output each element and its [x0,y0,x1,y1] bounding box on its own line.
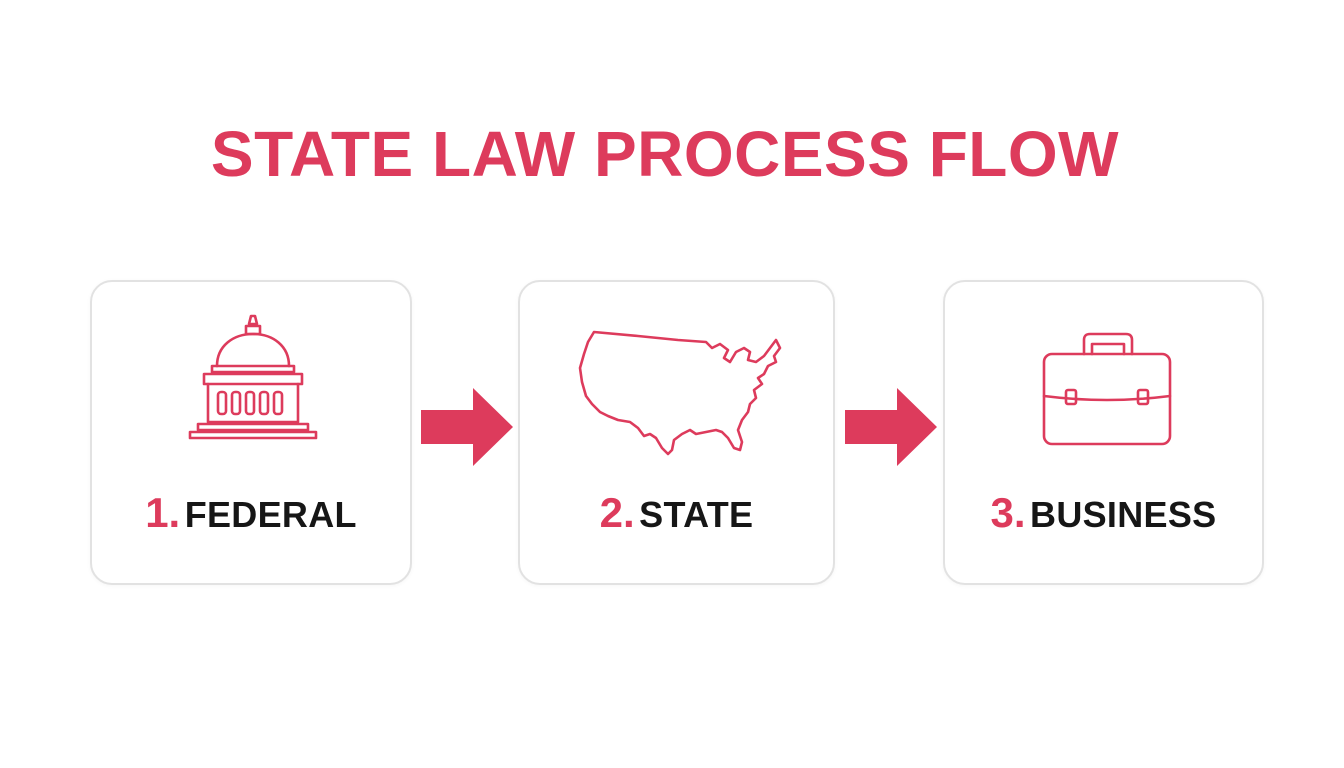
step-number: 1. [145,489,181,536]
usa-map-icon [520,310,833,460]
step-label-business: 3. BUSINESS [945,489,1262,547]
step-name: BUSINESS [1030,494,1217,535]
step-name: STATE [639,494,754,535]
step-card-state: 2. STATE [518,280,835,585]
right-arrow-icon [421,388,513,466]
step-number: 3. [990,489,1026,536]
right-arrow-icon [845,388,937,466]
step-card-business: 3. BUSINESS [943,280,1264,585]
capitol-building-icon [92,310,410,460]
step-label-state: 2. STATE [520,489,833,547]
step-number: 2. [599,489,635,536]
page-title: STATE LAW PROCESS FLOW [210,118,1120,190]
step-label-federal: 1. FEDERAL [92,489,410,547]
briefcase-icon [945,310,1262,460]
step-name: FEDERAL [184,494,357,535]
step-card-federal: 1. FEDERAL [90,280,412,585]
